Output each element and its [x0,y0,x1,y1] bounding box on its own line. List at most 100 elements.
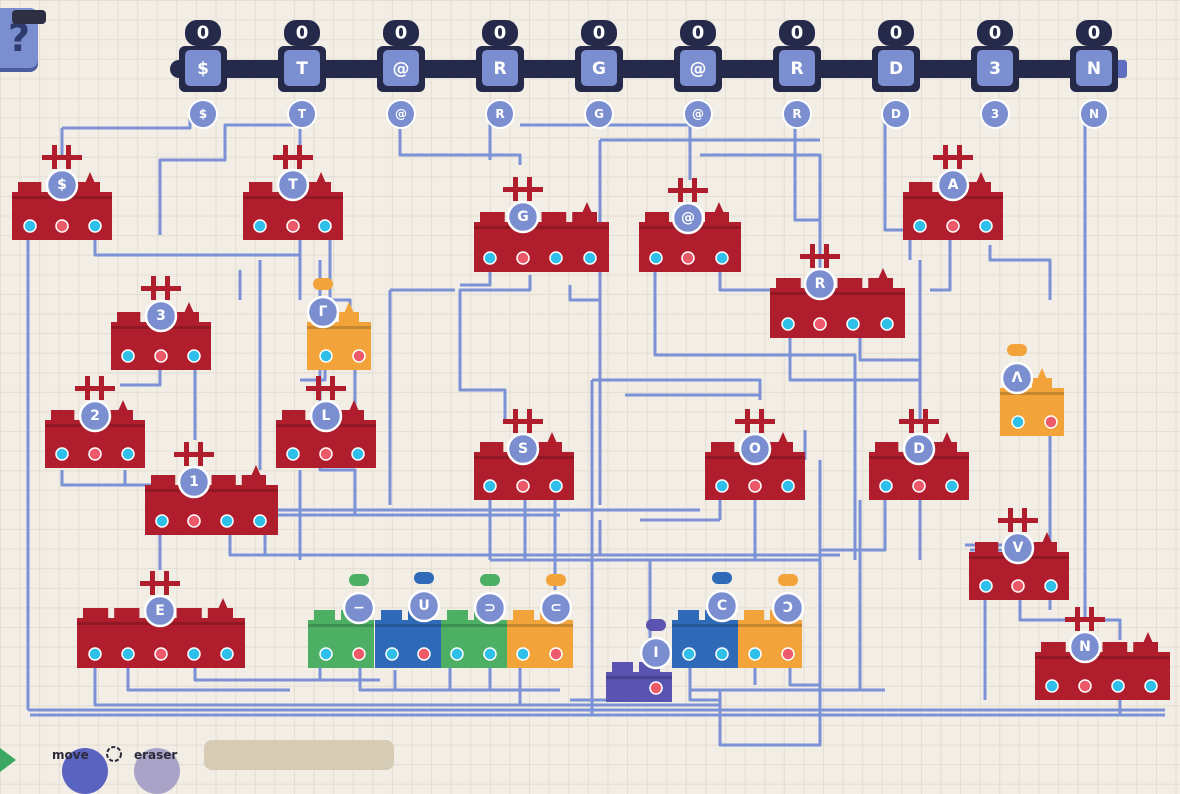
tape-output[interactable] [584,99,614,129]
input-port[interactable] [583,251,597,265]
input-port[interactable] [879,479,893,493]
input-port[interactable] [121,447,135,461]
factory-R[interactable]: R [770,244,905,338]
tape-output[interactable] [782,99,812,129]
factory-I[interactable]: I [606,619,673,702]
factory-L[interactable]: L [276,376,376,468]
wire[interactable] [126,665,290,692]
input-port[interactable] [286,447,300,461]
wire[interactable] [858,500,885,692]
input-port[interactable] [351,447,365,461]
input-port[interactable] [880,317,894,331]
tape-symbol[interactable] [482,50,518,86]
output-port[interactable] [352,349,366,363]
input-port[interactable] [483,647,497,661]
output-port[interactable] [912,479,926,493]
input-port[interactable] [715,251,729,265]
input-port[interactable] [450,647,464,661]
input-port[interactable] [1045,679,1059,693]
wire[interactable] [883,118,912,260]
tape-output[interactable] [386,99,416,129]
wire[interactable] [93,240,302,300]
input-port[interactable] [913,219,927,233]
input-port[interactable] [781,479,795,493]
tape-symbol[interactable] [284,50,320,86]
factory-revC[interactable]: Ɔ [738,574,805,668]
output-port[interactable] [319,447,333,461]
input-port[interactable] [715,647,729,661]
input-port[interactable] [483,251,497,265]
output-port[interactable] [681,251,695,265]
input-port[interactable] [715,479,729,493]
input-port[interactable] [318,219,332,233]
wire[interactable] [568,285,602,505]
wire[interactable] [93,665,720,707]
wire[interactable] [120,370,162,387]
factory-gamma[interactable]: Γ [306,278,371,370]
tape-output[interactable] [980,99,1010,129]
output-port[interactable] [187,514,201,528]
output-port[interactable] [286,219,300,233]
input-port[interactable] [385,647,399,661]
output-port[interactable] [352,647,366,661]
input-port[interactable] [682,647,696,661]
wire[interactable] [820,500,887,552]
wire[interactable] [458,275,532,420]
tape-symbol[interactable] [977,50,1013,86]
factory-minus[interactable]: − [308,574,376,668]
factory-C[interactable]: C [672,572,739,668]
input-port[interactable] [483,479,497,493]
wire[interactable] [393,670,530,692]
input-port[interactable] [1111,679,1125,693]
wire[interactable] [988,245,1052,300]
output-port[interactable] [748,479,762,493]
output-port[interactable] [813,317,827,331]
input-port[interactable] [55,447,69,461]
tape-output[interactable] [1079,99,1109,129]
input-port[interactable] [253,514,267,528]
tape-symbol[interactable] [1076,50,1112,86]
input-port[interactable] [187,647,201,661]
factory-D[interactable]: D [869,409,969,500]
output-port[interactable] [55,219,69,233]
wire[interactable] [520,123,692,160]
tape-output[interactable] [485,99,515,129]
factory-subset[interactable]: ⊂ [507,574,573,668]
factory-A[interactable]: A [903,145,1003,240]
factory-at[interactable]: @ [639,178,741,272]
play-icon[interactable] [0,748,16,772]
input-port[interactable] [220,514,234,528]
output-port[interactable] [946,219,960,233]
output-port[interactable] [516,479,530,493]
input-port[interactable] [319,349,333,363]
input-port[interactable] [253,219,267,233]
factory-T[interactable]: T [243,145,343,240]
wire[interactable] [788,260,922,382]
input-port[interactable] [121,647,135,661]
output-port[interactable] [88,447,102,461]
wire[interactable] [1018,600,1085,622]
wire[interactable] [688,665,720,702]
wire[interactable] [358,665,420,692]
tape-symbol[interactable] [680,50,716,86]
output-port[interactable] [154,349,168,363]
wire[interactable] [858,335,920,362]
wire[interactable] [488,665,560,692]
tape-output[interactable] [188,99,218,129]
output-port[interactable] [417,647,431,661]
input-port[interactable] [155,514,169,528]
input-port[interactable] [88,219,102,233]
input-port[interactable] [220,647,234,661]
tape-symbol[interactable] [878,50,914,86]
wire[interactable] [930,240,952,292]
tape-symbol[interactable] [779,50,815,86]
factory-N[interactable]: N [1035,607,1170,700]
factory-E[interactable]: E [77,571,245,668]
input-port[interactable] [549,251,563,265]
wire[interactable] [193,665,380,682]
tape-output[interactable] [683,99,713,129]
wire[interactable] [788,665,820,687]
wire[interactable] [60,470,130,487]
tape-symbol[interactable] [185,50,221,86]
input-port[interactable] [846,317,860,331]
